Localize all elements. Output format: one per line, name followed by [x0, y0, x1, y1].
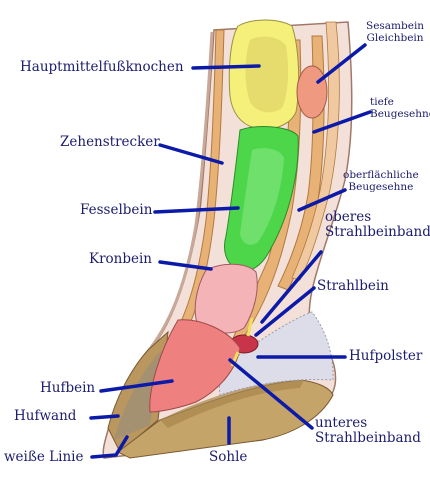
- label-oberflaechliche-line2: Beugesehne: [348, 180, 414, 193]
- label-strahlbein: Strahlbein: [317, 278, 389, 294]
- label-sesambein: Sesambein Gleichbein: [366, 20, 425, 44]
- leader-kronbein: [158, 260, 213, 271]
- cannon-bone-marrow: [245, 36, 289, 113]
- leader-zehenstrecker: [158, 143, 224, 165]
- label-oberflaechliche-beugesehne: oberflächliche Beugesehne: [343, 169, 419, 193]
- coffin-bone: [149, 319, 241, 413]
- label-hauptmittelfussknochen: Hauptmittelfußknochen: [20, 59, 184, 75]
- leader-hufbein: [99, 379, 174, 393]
- leader-unteres-strahlbeinband: [228, 358, 314, 430]
- label-oberes-strahlbeinband: oberes Strahlbeinband: [325, 210, 430, 240]
- label-sesambein-line1: Sesambein: [366, 20, 425, 32]
- label-unteres-strahlbeinband: unteres Strahlbeinband: [315, 416, 421, 446]
- leader-hufwand: [89, 414, 120, 420]
- label-hufpolster: Hufpolster: [349, 348, 423, 364]
- label-unteres-line2: Strahlbeinband: [315, 429, 421, 446]
- label-weisse-linie: weiße Linie: [4, 449, 84, 465]
- leader-sesambein: [316, 43, 367, 84]
- label-hufwand: Hufwand: [14, 408, 77, 424]
- hoof-wall-inner: [114, 350, 162, 440]
- label-sesambein-line2: Gleichbein: [366, 31, 424, 44]
- label-sohle: Sohle: [209, 449, 248, 465]
- label-tiefe-line1: tiefe: [370, 96, 394, 108]
- label-oberes-line2: Strahlbeinband: [325, 223, 430, 240]
- label-tiefe-line2: Beugesehne: [370, 107, 430, 120]
- label-unteres-line1: unteres: [315, 415, 368, 431]
- label-fesselbein: Fesselbein: [80, 202, 153, 218]
- label-hufbein: Hufbein: [40, 380, 96, 396]
- leader-weisse-linie: [90, 435, 129, 459]
- leader-hauptmittelfussknochen: [191, 64, 261, 70]
- label-zehenstrecker: Zehenstrecker: [60, 134, 160, 150]
- front-skin-line: [143, 31, 214, 356]
- label-oberflaechliche-line1: oberflächliche: [343, 169, 419, 181]
- leader-tiefe-beugesehne: [312, 110, 372, 134]
- leader-fesselbein: [153, 206, 240, 214]
- short-pastern-bone: [194, 263, 258, 334]
- outer-sheath: [291, 21, 340, 281]
- label-tiefe-beugesehne: tiefe Beugesehne: [370, 96, 430, 120]
- leader-strahlbein: [254, 286, 316, 337]
- upper-navicular-ligament: [246, 317, 254, 337]
- pastern-bone-texture: [240, 148, 284, 245]
- label-oberes-line1: oberes: [325, 209, 372, 225]
- leader-oberes-strahlbeinband: [260, 250, 323, 324]
- sesamoid-bone: [296, 65, 328, 119]
- label-kronbein: Kronbein: [89, 251, 153, 267]
- leader-oberflaechliche-beugesehne: [297, 188, 347, 212]
